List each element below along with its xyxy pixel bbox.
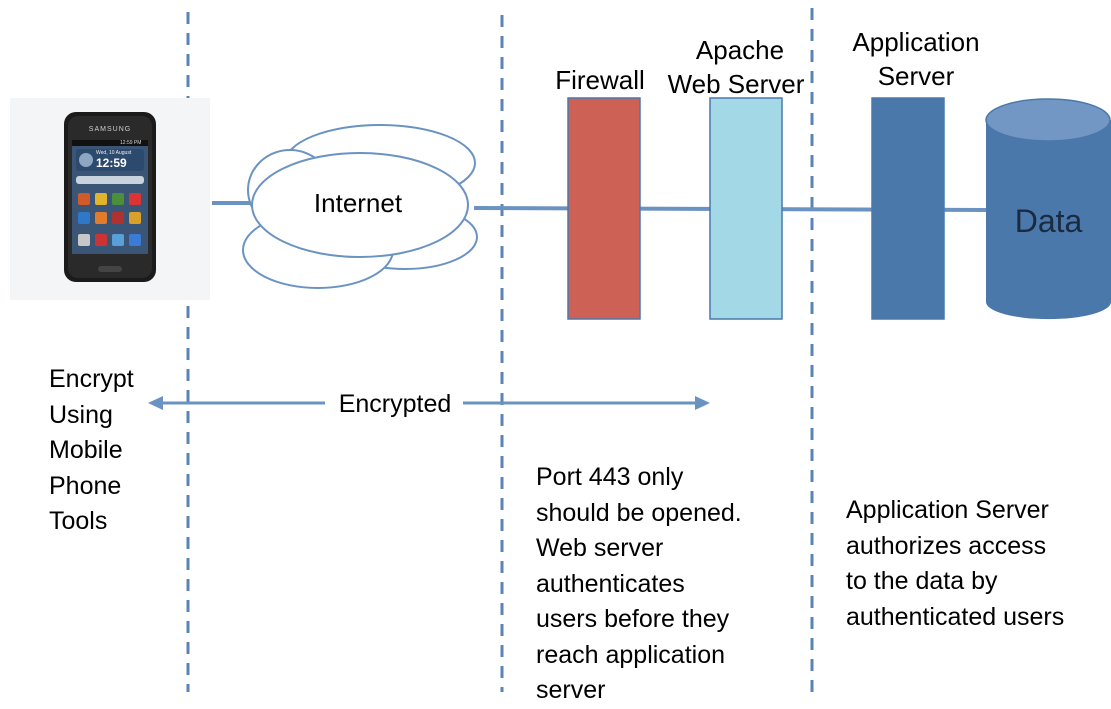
network-note: Port 443 only should be opened. Web serv… (536, 463, 742, 704)
phone-brand: SAMSUNG (88, 126, 132, 133)
app-server-label-line2: Server (877, 61, 955, 91)
firewall-label: Firewall (555, 65, 645, 95)
client-note: Encrypt Using Mobile Phone Tools (49, 365, 134, 535)
internet-cloud (242, 124, 478, 289)
apache-box (709, 97, 783, 320)
apache-label-line1: Apache (695, 35, 785, 65)
internet-label: Internet (313, 188, 403, 218)
firewall-box (567, 97, 641, 320)
phone-status-time: 12:59 PM (120, 140, 142, 146)
phone-clock-date: Wed, 10 August (96, 150, 132, 156)
apache-label-line2: Web Server (667, 69, 805, 99)
architecture-diagram (10, 8, 1111, 692)
encrypted-arrow (148, 396, 710, 410)
app-server-box (871, 97, 945, 320)
encrypted-label: Encrypted (338, 390, 452, 418)
phone-clock-time: 12:59 (96, 156, 127, 170)
database-label: Data (1014, 203, 1083, 239)
mobile-phone (10, 98, 210, 300)
server-note: Application Server authorizes access to … (846, 496, 1065, 631)
database-cylinder (985, 98, 1111, 320)
app-server-label-line1: Application (852, 27, 980, 57)
